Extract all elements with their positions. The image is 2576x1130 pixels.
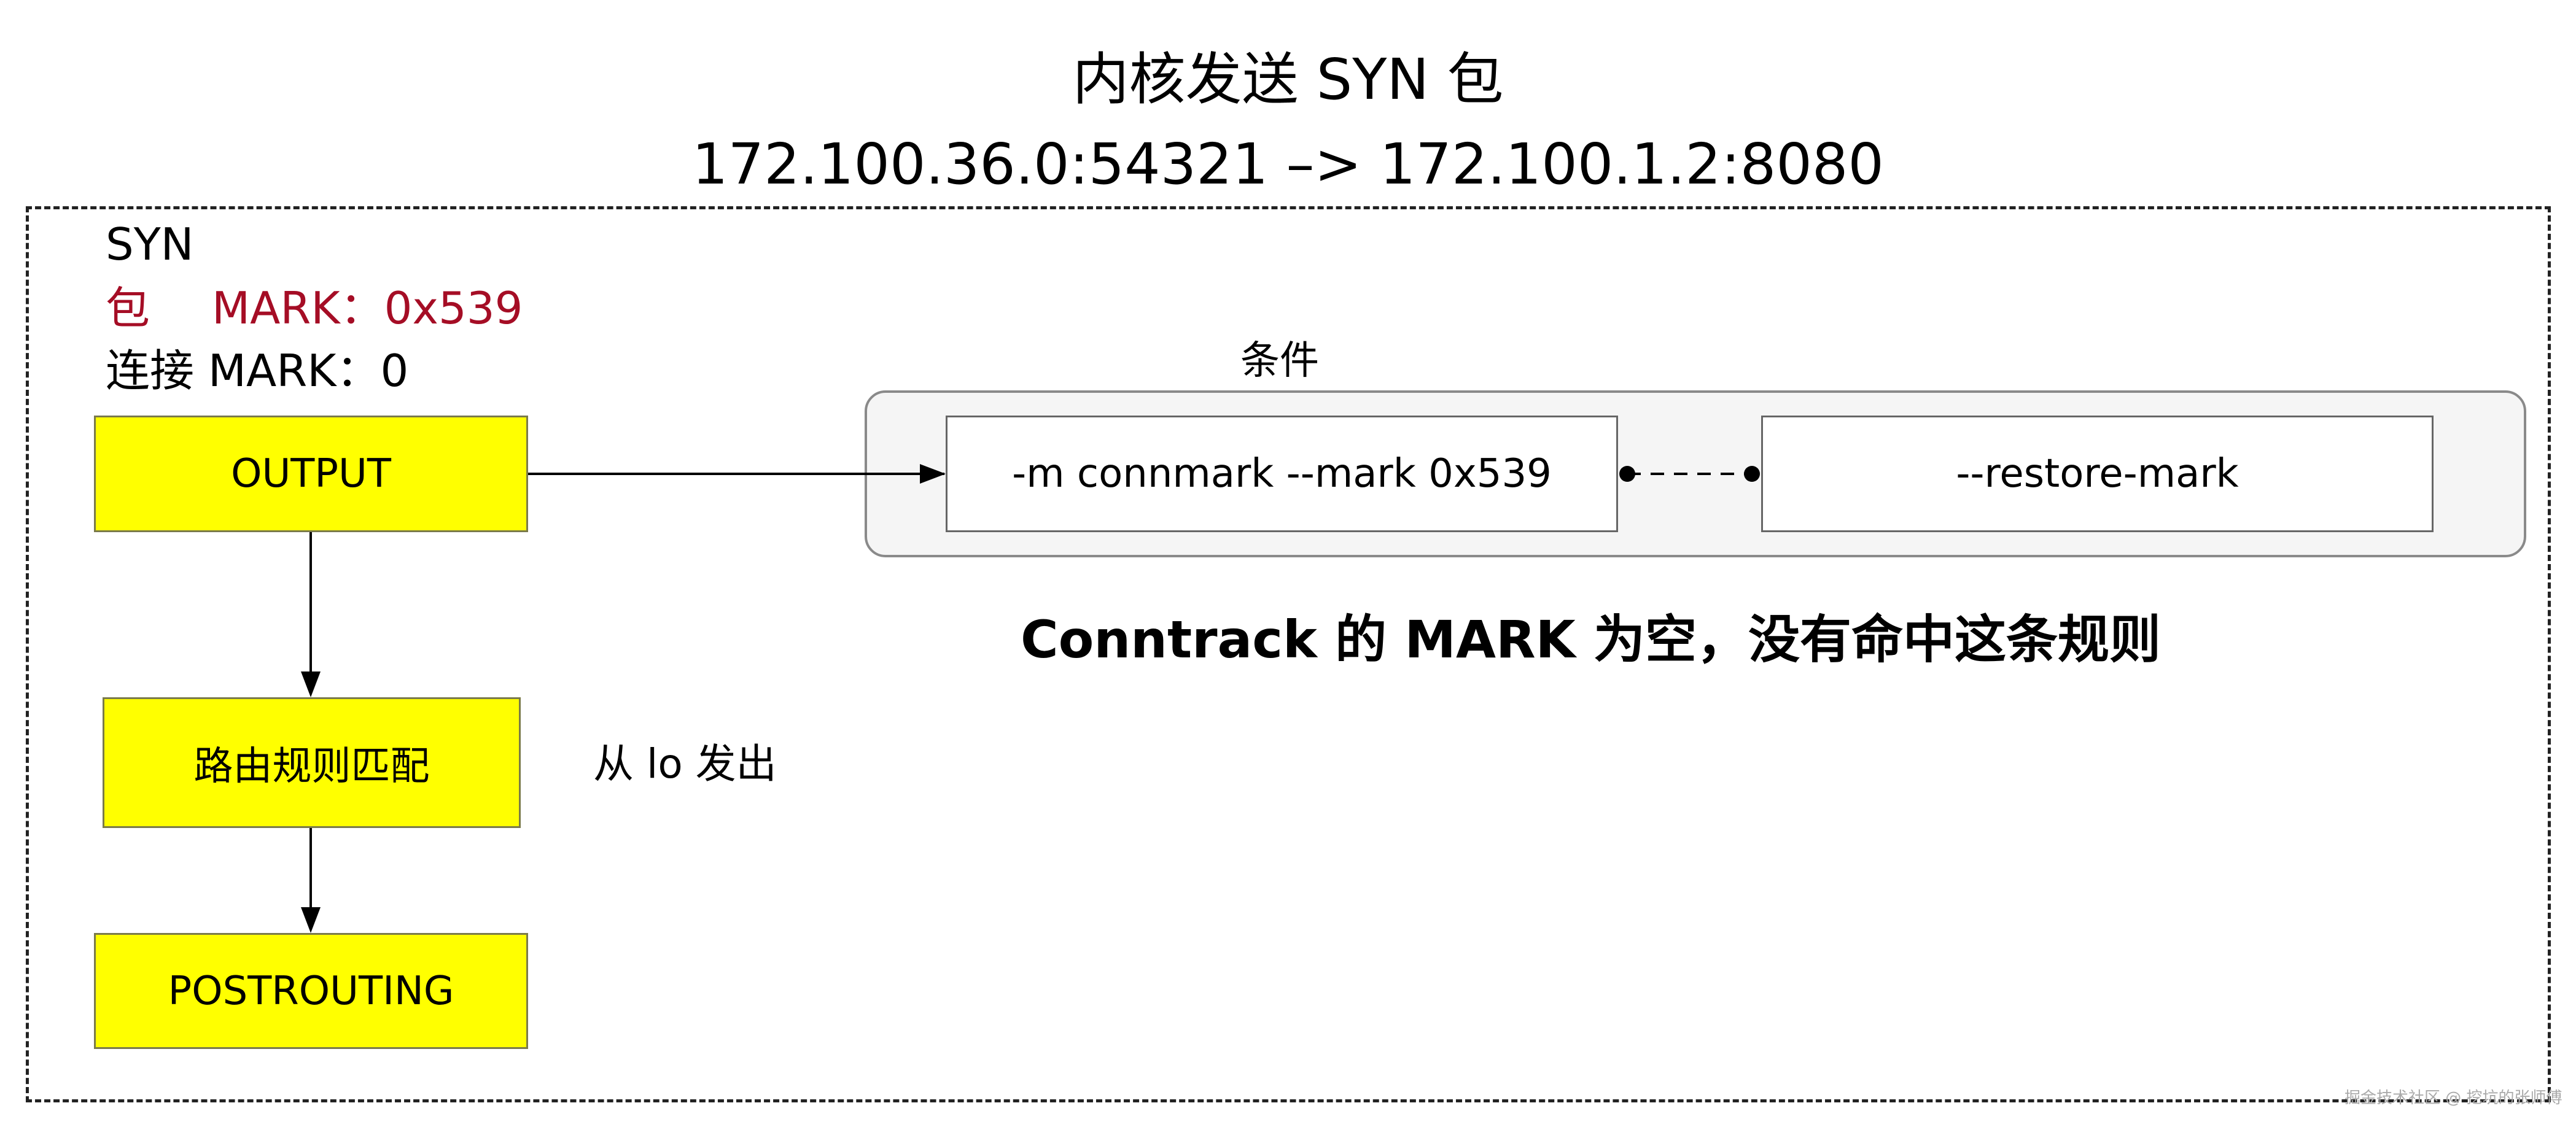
output-chain-label: OUTPUT: [231, 451, 391, 497]
restore-mark-label: --restore-mark: [1956, 451, 2239, 497]
result-note: Conntrack 的 MARK 为空，没有命中这条规则: [1021, 610, 2161, 670]
lo-interface-note: 从 lo 发出: [593, 740, 777, 788]
syn-label: SYN: [106, 219, 194, 270]
routing-rule-label: 路由规则匹配: [193, 743, 430, 789]
arrowhead-output-to-condition: [920, 464, 946, 484]
link-dot-right: [1744, 466, 1760, 482]
packet-mark-prefix: 包: [106, 282, 150, 334]
postrouting-chain-label: POSTROUTING: [168, 968, 454, 1014]
diagram-subtitle: 172.100.36.0:54321 –> 172.100.1.2:8080: [692, 131, 1884, 197]
restore-mark-box: --restore-mark: [1761, 416, 2434, 532]
routing-rule-box: 路由规则匹配: [103, 697, 521, 828]
connection-mark-label: 连接 MARK：0: [106, 345, 409, 397]
kernel-boundary-frame: [26, 206, 2551, 1102]
connmark-match-box: -m connmark --mark 0x539: [946, 416, 1618, 532]
packet-mark-label: MARK：0x539: [212, 282, 523, 334]
connmark-match-label: -m connmark --mark 0x539: [1012, 451, 1552, 497]
condition-label: 条件: [1240, 338, 1319, 384]
watermark: 掘金技术社区 @ 挖坑的张师傅: [2344, 1089, 2562, 1107]
link-dot-left: [1619, 466, 1635, 482]
arrowhead-output-to-routing: [301, 671, 321, 697]
diagram-title: 内核发送 SYN 包: [1072, 47, 1504, 112]
postrouting-chain-box: POSTROUTING: [94, 933, 528, 1049]
output-chain-box: OUTPUT: [94, 416, 528, 532]
arrowhead-routing-to-postrouting: [301, 907, 321, 933]
